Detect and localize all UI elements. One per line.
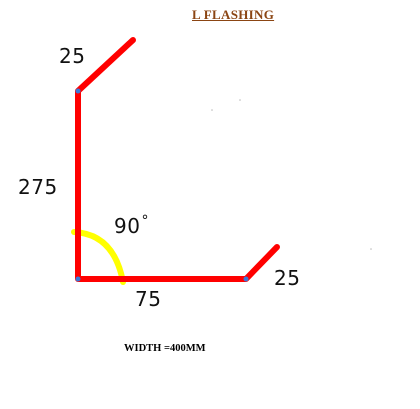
angle-dimension: 90° [114, 213, 149, 238]
corner-point-bottom-right [243, 276, 249, 282]
top-flange-dimension: 25 [59, 44, 86, 68]
corner-point-bottom-left [75, 276, 81, 282]
width-label: WIDTH =400MM [124, 343, 206, 354]
angle-value: 90 [114, 214, 141, 238]
angle-arc [71, 229, 126, 285]
stray-dot [370, 248, 372, 250]
stray-dot [211, 109, 213, 111]
stray-dot [239, 99, 241, 101]
degree-symbol: ° [141, 213, 149, 229]
end-flange-dimension: 25 [274, 266, 301, 290]
corner-point-top [75, 88, 81, 94]
horizontal-dimension: 75 [135, 287, 162, 311]
diagram-title: L FLASHING [192, 7, 275, 22]
vertical-dimension: 275 [18, 175, 58, 199]
